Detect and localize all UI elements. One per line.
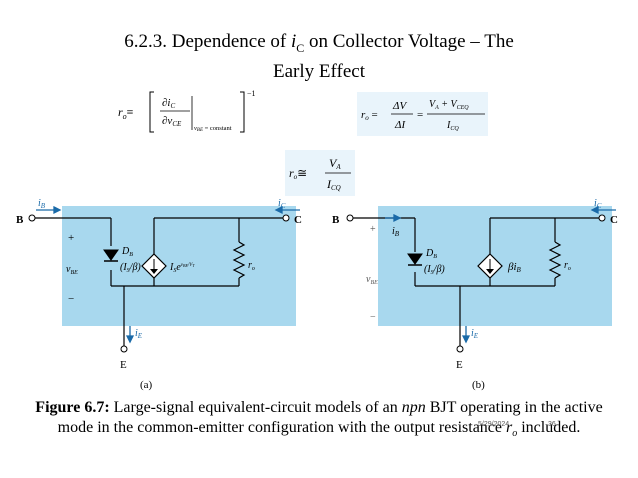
equation-ro-approx: ro≅ VA ICQ [289, 156, 351, 192]
equation-ro-ratio: ro = ΔV ΔI = VA + VCEQ ICQ [361, 99, 485, 132]
circuit-b-label: (b) [472, 379, 485, 391]
resistor-ro-a [232, 241, 246, 279]
resistor-ro-b [548, 241, 562, 279]
svg-text:+: + [68, 232, 74, 244]
svg-text:iE: iE [471, 328, 479, 340]
dependent-current-source-b [477, 253, 503, 279]
circuit-b: B C E iB iC iE + − vBE DB (IS/β) βiB ro … [332, 198, 618, 391]
svg-text:DB: DB [121, 246, 133, 258]
svg-text:ro: ro [564, 260, 571, 272]
label-b-b: B [332, 214, 340, 226]
svg-text:ICQ: ICQ [446, 120, 459, 132]
svg-text:−1: −1 [247, 89, 256, 98]
svg-text:ΔV: ΔV [392, 100, 407, 112]
slide-date: 5/29/2024 [478, 421, 510, 428]
title-variable: i [290, 31, 297, 52]
svg-text:∂vCE: ∂vCE [162, 115, 182, 128]
svg-text:ro≡: ro≡ [118, 105, 134, 121]
svg-text:iB: iB [392, 226, 400, 238]
svg-text:ΔI: ΔI [394, 119, 406, 131]
label-b-a: B [16, 214, 24, 226]
circuit-a-background [62, 206, 296, 326]
svg-text:−: − [68, 293, 74, 305]
slide-title: 6.2.3. Dependence of iC on Collector Vol… [0, 30, 638, 84]
svg-text:ro≅: ro≅ [289, 166, 307, 181]
label-e-b: E [456, 359, 463, 371]
title-line-1: 6.2.3. Dependence of iC on Collector Vol… [0, 30, 638, 60]
title-prefix: 6.2.3. Dependence of [124, 31, 291, 52]
terminal-c-a [282, 214, 290, 222]
svg-text:∂iC: ∂iC [162, 97, 176, 110]
svg-text:ISevBE/VT: ISevBE/VT [169, 262, 195, 274]
terminal-b-b [346, 214, 354, 222]
svg-text:+: + [370, 224, 376, 235]
svg-text:(IS/β): (IS/β) [424, 264, 445, 276]
equation-ro-definition: ro≡ ∂iC ∂vCE vBE = constant −1 [118, 89, 256, 133]
title-suffix: on Collector Voltage – The [304, 31, 514, 52]
svg-text:VA + VCEQ: VA + VCEQ [429, 99, 469, 111]
label-e-a: E [120, 359, 127, 371]
dependent-current-source-a [141, 253, 167, 279]
diode-db-b [407, 253, 423, 266]
caption-label: Figure 6.7: [35, 399, 110, 416]
svg-text:vBE: vBE [66, 264, 78, 276]
circuit-a-label: (a) [140, 379, 153, 391]
svg-text:βiB: βiB [507, 261, 522, 274]
title-variable-sub: C [296, 40, 305, 55]
svg-text:iC: iC [594, 198, 602, 210]
terminal-c-b [598, 214, 606, 222]
title-line-2: Early Effect [273, 60, 365, 82]
svg-text:iE: iE [135, 328, 143, 340]
svg-text:DB: DB [425, 248, 437, 260]
slide-page-number: 36 [548, 421, 556, 428]
svg-text:iC: iC [278, 198, 286, 210]
svg-text:(IS/β): (IS/β) [120, 262, 141, 274]
label-c-b: C [610, 214, 618, 226]
svg-text:ro =: ro = [361, 109, 378, 122]
label-c-a: C [294, 214, 302, 226]
terminal-e-b [456, 345, 464, 353]
terminal-e-a [120, 345, 128, 353]
svg-text:VA: VA [329, 156, 341, 171]
svg-text:ro: ro [248, 260, 255, 272]
terminal-b-a [28, 214, 36, 222]
svg-text:vBE = constant: vBE = constant [194, 125, 232, 133]
figure-caption: Figure 6.7: Large-signal equivalent-circ… [35, 399, 603, 440]
circuit-a: B C E iB iC iE + − vBE DB (IS/β) ISevBE/… [16, 198, 302, 391]
svg-text:vBE: vBE [366, 274, 378, 286]
svg-text:iB: iB [38, 198, 46, 210]
svg-text:ICQ: ICQ [326, 177, 341, 192]
diode-db-a [103, 249, 119, 262]
svg-text:−: − [370, 312, 376, 323]
svg-text:=: = [417, 109, 423, 121]
